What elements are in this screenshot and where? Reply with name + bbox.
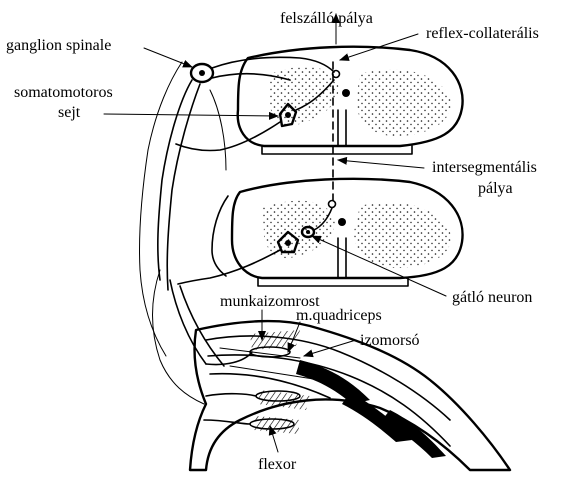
label-izomorso: izomorsó: [360, 332, 420, 349]
motor-neuron-upper: [175, 79, 335, 152]
label-gatlo-neuron: gátló neuron: [452, 289, 533, 306]
label-felszallo-palya: felszálló pálya: [280, 10, 373, 27]
label-m-quadriceps: m.quadriceps: [296, 307, 382, 324]
label-reflex-collateralis: reflex-collaterális: [426, 25, 539, 42]
label-somatomotoros: somatomotoros: [14, 84, 113, 101]
label-intersegmentalis: intersegmentális: [432, 159, 537, 176]
lower-spinal-segment: [230, 177, 464, 287]
motor-neuron-lower: [177, 207, 333, 285]
label-ganglion-spinale: ganglion spinale: [6, 37, 112, 54]
muscle-drawing: [188, 319, 512, 472]
label-leaders: [103, 33, 447, 453]
ganglion-and-roots: [138, 56, 335, 405]
label-flexor: flexor: [258, 456, 297, 473]
label-sejt: sejt: [58, 104, 81, 121]
upper-spinal-segment: [236, 45, 464, 155]
label-munkaizomrost: munkaizomrost: [220, 293, 320, 310]
label-palya: pálya: [478, 180, 513, 197]
